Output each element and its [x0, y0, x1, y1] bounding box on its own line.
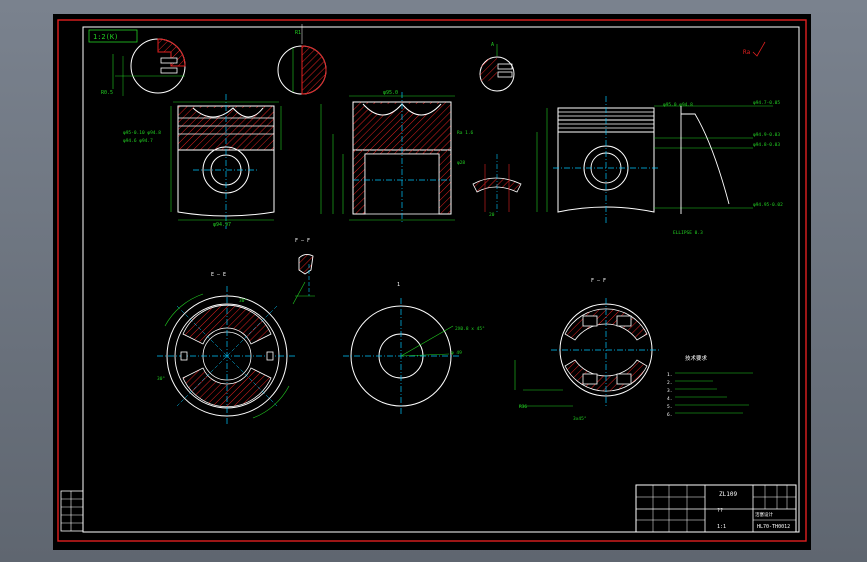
svg-text:φ28: φ28 [457, 160, 465, 166]
svg-text:φ94.6 φ94.7: φ94.6 φ94.7 [123, 138, 153, 144]
detail-ref-label: 1:2(K) [93, 33, 118, 41]
svg-text:2X0.8 x 45°: 2X0.8 x 45° [455, 326, 485, 332]
title-block: ZL109 ?? 1:1 活塞设计 HL70-TH0012 [635, 484, 797, 533]
note-1: 1. [667, 372, 672, 378]
piston-bottom-view: 30° 30° [157, 286, 297, 426]
section-label-f: F — F [295, 238, 310, 244]
section-ff-view: R36 3x45° [514, 298, 661, 422]
section-label-1: 1 [397, 282, 400, 288]
svg-text:R36: R36 [519, 404, 527, 410]
inner-frame [82, 26, 800, 533]
svg-text:φ 49: φ 49 [451, 350, 462, 356]
note-4: 4. [667, 396, 672, 402]
piston-top-view: 2X0.8 x 45° φ 49 [343, 298, 485, 414]
note-2: 2. [667, 380, 672, 386]
note-3: 3. [667, 388, 672, 394]
svg-text:3x45°: 3x45° [573, 416, 587, 422]
technical-notes: 技术要求 1. 2. 3. 4. 5. 6. [667, 354, 753, 418]
piston-section-view: φ95.0 Ra 1.6 φ28 [320, 90, 474, 224]
tb-material: ?? [717, 508, 723, 514]
svg-text:Ra 1.6: Ra 1.6 [457, 130, 474, 136]
svg-text:A: A [491, 42, 494, 48]
detail-ref-box [88, 29, 138, 43]
svg-text:R0.5: R0.5 [101, 90, 113, 96]
ring-detail [292, 253, 315, 305]
svg-text:ELLIPSE 0.3: ELLIPSE 0.3 [673, 230, 703, 236]
svg-text:φ94.7-0.05: φ94.7-0.05 [753, 100, 780, 106]
svg-text:φ95.0 φ94.8: φ95.0 φ94.8 [663, 102, 693, 108]
outer-frame [57, 19, 807, 542]
roughness-corner: Ra [743, 49, 751, 56]
svg-text:R1: R1 [295, 30, 301, 36]
cad-drawing: 1:2(K) R0.5 R1 A Ra [57, 19, 807, 542]
svg-text:20: 20 [489, 212, 495, 218]
section-label-f2: F — F [591, 278, 606, 284]
tb-drawing-number: HL70-TH0012 [757, 524, 790, 530]
svg-text:φ94.95-0.02: φ94.95-0.02 [753, 202, 783, 208]
tb-company: 活塞设计 [755, 511, 773, 518]
section-label-e: E — E [211, 272, 226, 278]
cad-viewport[interactable]: 1:2(K) R0.5 R1 A Ra [53, 14, 811, 550]
svg-text:φ94.97: φ94.97 [213, 222, 231, 228]
tb-scale: 1:1 [717, 524, 726, 530]
svg-text:30°: 30° [239, 298, 247, 304]
note-5: 5. [667, 404, 672, 410]
piston-side-view: φ95.0 φ94.8 φ94.7-0.05 φ94.9-0.03 φ94.8-… [536, 96, 783, 236]
svg-text:φ94.8-0.03: φ94.8-0.03 [753, 142, 780, 148]
svg-text:φ94.9-0.03: φ94.9-0.03 [753, 132, 780, 138]
tb-part-name: ZL109 [719, 491, 737, 498]
svg-text:φ95.0: φ95.0 [383, 90, 398, 96]
revision-box [60, 490, 84, 532]
detail-circle-2: R1 [277, 24, 327, 95]
boss-section: 20 [472, 154, 522, 218]
detail-circle-3: A [479, 42, 515, 92]
svg-text:30°: 30° [157, 376, 165, 382]
detail-circle-1: R0.5 [101, 38, 186, 96]
piston-front-view: φ95-0.10 φ94.8 φ94.6 φ94.7 φ94.97 [123, 94, 282, 229]
note-6: 6. [667, 412, 672, 418]
notes-title: 技术要求 [685, 354, 708, 362]
svg-text:φ95-0.10 φ94.8: φ95-0.10 φ94.8 [123, 130, 161, 136]
